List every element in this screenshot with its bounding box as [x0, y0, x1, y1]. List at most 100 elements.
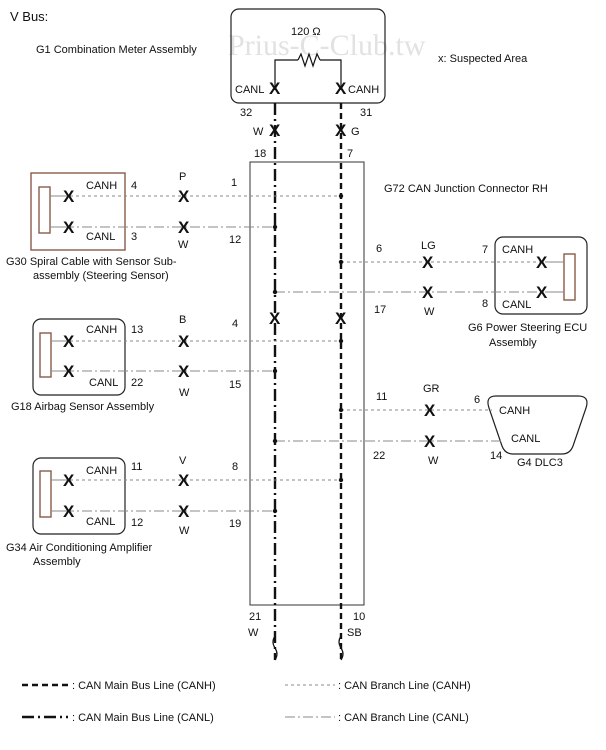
suspect-mark: X [422, 253, 434, 272]
suspect-mark: X [178, 502, 190, 521]
g34-label-line1: G34 Air Conditioning Amplifier [6, 542, 152, 554]
g1-resistor-value: 120 Ω [291, 26, 321, 38]
g34-canl-label: CANL [86, 516, 115, 528]
g1-pin-canh: 31 [360, 107, 372, 119]
g4-canh-label: CANH [499, 405, 530, 417]
g6-junction-dot-canl [272, 289, 278, 295]
g4-junction-dot-canh [338, 407, 344, 413]
g72-wire-bottom-canh: SB [347, 627, 362, 639]
g34-junction-pin-canh: 8 [232, 461, 238, 473]
suspect-mark: X [63, 187, 75, 206]
suspect-mark: X [63, 471, 75, 490]
g18-junction-pin-canl: 15 [229, 379, 241, 391]
suspect-mark: X [269, 79, 281, 98]
g34-wire-color-canl: W [179, 525, 190, 537]
g4-pin-canl: 14 [490, 450, 502, 462]
legend-main-canh: : CAN Main Bus Line (CANH) [72, 680, 216, 692]
g4-dlc3: X X CANH CANL 6 14 GR W 11 22 G4 DLC3 [272, 383, 588, 469]
g4-wire-color-canl: W [428, 455, 439, 467]
break-mark-canl [272, 635, 278, 661]
suspect-mark: X [335, 309, 347, 328]
g6-junction-pin-canl: 17 [374, 304, 386, 316]
g6-canh-label: CANH [502, 244, 533, 256]
g4-label: G4 DLC3 [517, 457, 563, 469]
g34-label-line2: Assembly [33, 556, 81, 568]
g1-canl-label: CANL [235, 84, 264, 96]
suspect-mark: X [335, 79, 347, 98]
g72-pin-bottom-canh: 10 [353, 611, 365, 623]
g1-resistor-wire-right [320, 59, 342, 90]
g34-ecu-symbol [39, 470, 52, 518]
g4-pin-canh: 6 [474, 394, 480, 406]
g18-wire-color-canh: B [179, 314, 186, 326]
g6-power-steering-ecu: X X X X CANH CANL 7 8 LG W 6 17 G6 Power… [272, 236, 588, 349]
g30-box [30, 172, 126, 251]
g30-wire-color-canh: P [179, 171, 186, 183]
g72-label: G72 CAN Junction Connector RH [384, 183, 548, 195]
suspect-mark: X [63, 332, 75, 351]
g6-wire-color-canh: LG [421, 240, 436, 252]
g34-junction-dot-canh [338, 477, 344, 483]
g30-label-line1: G30 Spiral Cable with Sensor Sub- [6, 256, 177, 268]
g34-pin-canh: 11 [131, 461, 142, 473]
g6-label-line2: Assembly [489, 337, 537, 349]
g6-pin-canh: 7 [482, 244, 488, 256]
diagram-title: V Bus: [10, 9, 48, 24]
g34-box [32, 457, 126, 535]
g30-wire-color-canl: W [178, 239, 189, 251]
g1-resistor-wire-left [274, 59, 298, 90]
g18-junction-dot-canl [272, 368, 278, 374]
suspect-mark: X [536, 253, 548, 272]
g72-pin-top-canl: 18 [254, 148, 266, 160]
suspect-mark: X [422, 283, 434, 302]
line-legend: : CAN Main Bus Line (CANH) : CAN Main Bu… [22, 680, 471, 724]
g72-pin-bottom-canl: 21 [249, 611, 261, 623]
g30-junction-dot-canh [338, 193, 344, 199]
g18-ecu-symbol [39, 332, 52, 378]
suspect-mark: X [178, 362, 190, 381]
g1-canh-label: CANH [348, 84, 379, 96]
g4-junction-pin-canh: 11 [376, 391, 387, 403]
suspect-mark: X [178, 332, 190, 351]
legend-branch-canl: : CAN Branch Line (CANL) [338, 712, 469, 724]
g34-junction-pin-canl: 19 [229, 518, 241, 530]
g34-canh-label: CANH [86, 465, 117, 477]
g18-label: G18 Airbag Sensor Assembly [11, 401, 155, 413]
g6-wire-color-canl: W [424, 306, 435, 318]
legend-branch-canh: : CAN Branch Line (CANH) [338, 680, 471, 692]
g18-canh-label: CANH [86, 324, 117, 336]
g4-wire-color-canh: GR [423, 383, 440, 395]
g6-pin-canl: 8 [482, 298, 488, 310]
g34-wire-color-canh: V [179, 455, 187, 467]
g6-junction-pin-canh: 6 [376, 243, 382, 255]
g30-pin-canl: 3 [131, 231, 137, 243]
g30-spiral-cable: X X X X CANH CANL 4 3 P W 1 12 G30 Spira… [6, 171, 344, 282]
suspected-area-legend: x: Suspected Area [438, 53, 528, 65]
g72-junction-connector: G72 CAN Junction Connector RH 18 7 21 10… [248, 148, 548, 639]
suspect-mark: X [63, 362, 75, 381]
g34-junction-dot-canl [272, 508, 278, 514]
g1-label: G1 Combination Meter Assembly [36, 44, 197, 56]
g34-pin-canl: 12 [131, 517, 143, 529]
suspect-mark: X [178, 471, 190, 490]
g72-box [249, 161, 365, 606]
suspect-mark: X [178, 218, 190, 237]
g4-canl-label: CANL [511, 433, 540, 445]
break-mark-canh [338, 635, 344, 661]
watermark: Prius-C-Club.tw [228, 29, 426, 62]
g6-box [494, 236, 588, 315]
suspect-mark: X [63, 218, 75, 237]
g1-pin-canl: 32 [240, 107, 252, 119]
g30-junction-pin-canl: 12 [229, 234, 241, 246]
g18-airbag-sensor: X X X X CANH CANL 13 22 B W 4 15 G18 Air… [11, 314, 344, 413]
suspect-mark: X [424, 401, 436, 420]
g1-wire-color-canl: W [253, 126, 264, 138]
g4-connector-outline [487, 395, 588, 455]
g1-resistor-symbol [297, 52, 321, 68]
suspect-mark: X [178, 187, 190, 206]
g30-label-line2: assembly (Steering Sensor) [33, 270, 169, 282]
g30-canh-label: CANH [86, 180, 117, 192]
g18-junction-dot-canh [338, 338, 344, 344]
suspect-mark: X [335, 121, 347, 140]
